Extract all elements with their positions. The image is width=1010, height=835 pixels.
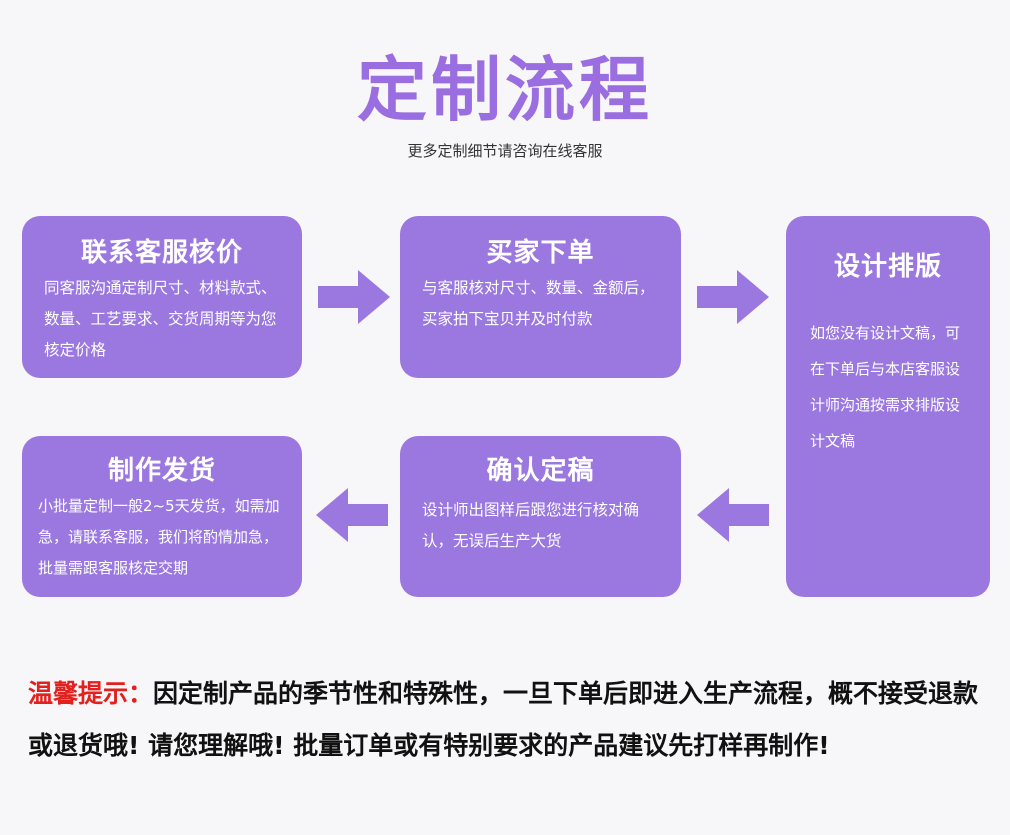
step-desc: 如您没有设计文稿，可在下单后与本店客服设计师沟通按需求排版设计文稿 [810, 324, 961, 450]
step-contact-service: 联系客服核价 同客服沟通定制尺寸、材料款式、数量、工艺要求、交货周期等为您核定价… [22, 216, 302, 378]
step-desc: 同客服沟通定制尺寸、材料款式、数量、工艺要求、交货周期等为您核定价格 [44, 279, 277, 359]
step-confirm-draft: 确认定稿 设计师出图样后跟您进行核对确认，无误后生产大货 [400, 436, 681, 597]
notice-label: 温馨提示： [28, 679, 154, 708]
step-title: 买家下单 [486, 238, 595, 268]
page-title: 定制流程 [357, 49, 653, 131]
step-desc: 设计师出图样后跟您进行核对确认，无误后生产大货 [422, 501, 640, 550]
step-title: 制作发货 [107, 456, 216, 486]
notice: 温馨提示：因定制产品的季节性和特殊性，一旦下单后即进入生产流程，概不接受退款或退… [28, 668, 998, 772]
arrow-right-icon [697, 270, 769, 324]
step-title: 确认定稿 [486, 456, 595, 486]
page-subtitle: 更多定制细节请咨询在线客服 [407, 142, 603, 160]
step-desc: 与客服核对尺寸、数量、金额后，买家拍下宝贝并及时付款 [422, 279, 655, 328]
step-title: 设计排版 [833, 252, 942, 282]
step-place-order: 买家下单 与客服核对尺寸、数量、金额后，买家拍下宝贝并及时付款 [400, 216, 681, 378]
step-title: 联系客服核价 [80, 238, 243, 268]
step-desc: 小批量定制一般2~5天发货，如需加急，请联系客服，我们将酌情加急，批量需跟客服核… [38, 497, 280, 577]
arrow-right-icon [318, 270, 390, 324]
arrow-left-icon [697, 488, 769, 542]
arrow-left-icon [316, 488, 388, 542]
step-design-layout: 设计排版 如您没有设计文稿，可在下单后与本店客服设计师沟通按需求排版设计文稿 [786, 216, 990, 597]
step-production-shipping: 制作发货 小批量定制一般2~5天发货，如需加急，请联系客服，我们将酌情加急，批量… [22, 436, 302, 597]
notice-text: 因定制产品的季节性和特殊性，一旦下单后即进入生产流程，概不接受退款或退货哦! 请… [28, 679, 979, 760]
